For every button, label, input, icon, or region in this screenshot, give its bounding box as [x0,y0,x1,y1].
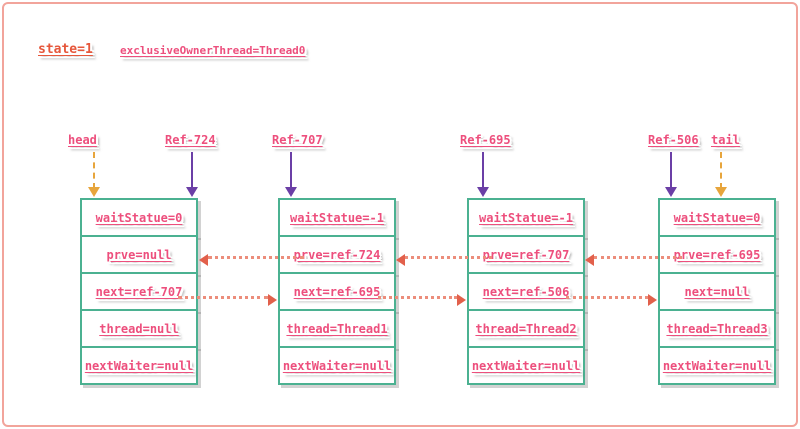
node-3-thread-cell: thread=Thread2 [467,309,585,348]
right-arrowhead-icon [648,294,657,306]
node-4-prve-value: prve=ref-695 [673,247,761,262]
node-2-thread-cell: thread=Thread1 [278,309,396,348]
exclusive-owner-thread-label: exclusiveOwnerThread=Thread0 [120,44,306,57]
node-3-prve-cell: prve=ref-707 [467,235,585,274]
queue-node-2: waitStatue=-1 prve=ref-724 next=ref-695 … [278,198,396,385]
right-arrowhead-icon [457,294,466,306]
ref-724-arrowhead-icon [186,187,198,197]
prve-link-arrow-node4-to-node3 [585,254,682,266]
node-3-next-cell: next=ref-506 [467,272,585,311]
left-arrowhead-icon [585,254,594,266]
node-3-thread-value: thread=Thread2 [475,321,577,336]
node-1-thread-cell: thread=null [80,309,198,348]
node-1-nextwaiter-cell: nextWaiter=null [80,346,198,385]
next-link-arrow-node1-to-node2 [178,294,277,306]
prve-link-arrow-node2-to-node1 [199,254,304,266]
node-3-next-value: next=ref-506 [482,284,570,299]
node-4-nextwaiter-value: nextWaiter=null [662,358,772,373]
node-4-waitstatus-cell: waitStatue=0 [658,198,776,237]
queue-node-4: waitStatue=0 prve=ref-695 next=null thre… [658,198,776,385]
ref-707-arrowhead-icon [285,187,297,197]
ref-695-arrowhead-icon [477,187,489,197]
next-link-arrow-node2-to-node3 [378,294,466,306]
node-2-nextwaiter-value: nextWaiter=null [282,358,392,373]
state-label: state=1 [38,42,93,57]
node-3-nextwaiter-cell: nextWaiter=null [467,346,585,385]
node-1-prve-cell: prve=null [80,235,198,274]
node-1-waitstatus-cell: waitStatue=0 [80,198,198,237]
node-1-prve-value: prve=null [106,247,172,262]
node-4-next-cell: next=null [658,272,776,311]
queue-node-1: waitStatue=0 prve=null next=ref-707 thre… [80,198,198,385]
node-2-prve-value: prve=ref-724 [293,247,381,262]
node-3-prve-value: prve=ref-707 [482,247,570,262]
node-2-next-cell: next=ref-695 [278,272,396,311]
node-3-waitstatus-value: waitStatue=-1 [479,210,573,225]
queue-node-3: waitStatue=-1 prve=ref-707 next=ref-506 … [467,198,585,385]
node-4-next-value: next=null [684,284,750,299]
next-link-arrow-node3-to-node4 [566,294,657,306]
left-arrowhead-icon [396,254,405,266]
right-arrowhead-icon [268,294,277,306]
node-1-thread-value: thread=null [99,321,179,336]
node-4-waitstatus-value: waitStatue=0 [673,210,761,225]
ref-695-pointer-label: Ref-695 [460,133,511,147]
ref-707-pointer-label: Ref-707 [272,133,323,147]
node-1-next-cell: next=ref-707 [80,272,198,311]
node-3-waitstatus-cell: waitStatue=-1 [467,198,585,237]
node-4-thread-cell: thread=Thread3 [658,309,776,348]
node-2-nextwaiter-cell: nextWaiter=null [278,346,396,385]
left-arrowhead-icon [199,254,208,266]
node-1-nextwaiter-value: nextWaiter=null [84,358,194,373]
node-4-nextwaiter-cell: nextWaiter=null [658,346,776,385]
node-1-waitstatus-value: waitStatue=0 [95,210,183,225]
node-4-prve-cell: prve=ref-695 [658,235,776,274]
tail-arrowhead-icon [715,187,727,197]
ref-506-arrowhead-icon [665,187,677,197]
node-2-waitstatus-cell: waitStatue=-1 [278,198,396,237]
ref-506-pointer-label: Ref-506 [648,133,699,147]
prve-link-arrow-node3-to-node2 [396,254,492,266]
head-pointer-label: head [68,133,97,147]
node-2-waitstatus-value: waitStatue=-1 [290,210,384,225]
node-2-prve-cell: prve=ref-724 [278,235,396,274]
tail-pointer-label: tail [711,133,740,147]
node-1-next-value: next=ref-707 [95,284,183,299]
ref-724-pointer-label: Ref-724 [165,133,216,147]
node-3-nextwaiter-value: nextWaiter=null [471,358,581,373]
head-arrowhead-icon [88,187,100,197]
node-4-thread-value: thread=Thread3 [666,321,768,336]
node-2-thread-value: thread=Thread1 [286,321,388,336]
node-2-next-value: next=ref-695 [293,284,381,299]
